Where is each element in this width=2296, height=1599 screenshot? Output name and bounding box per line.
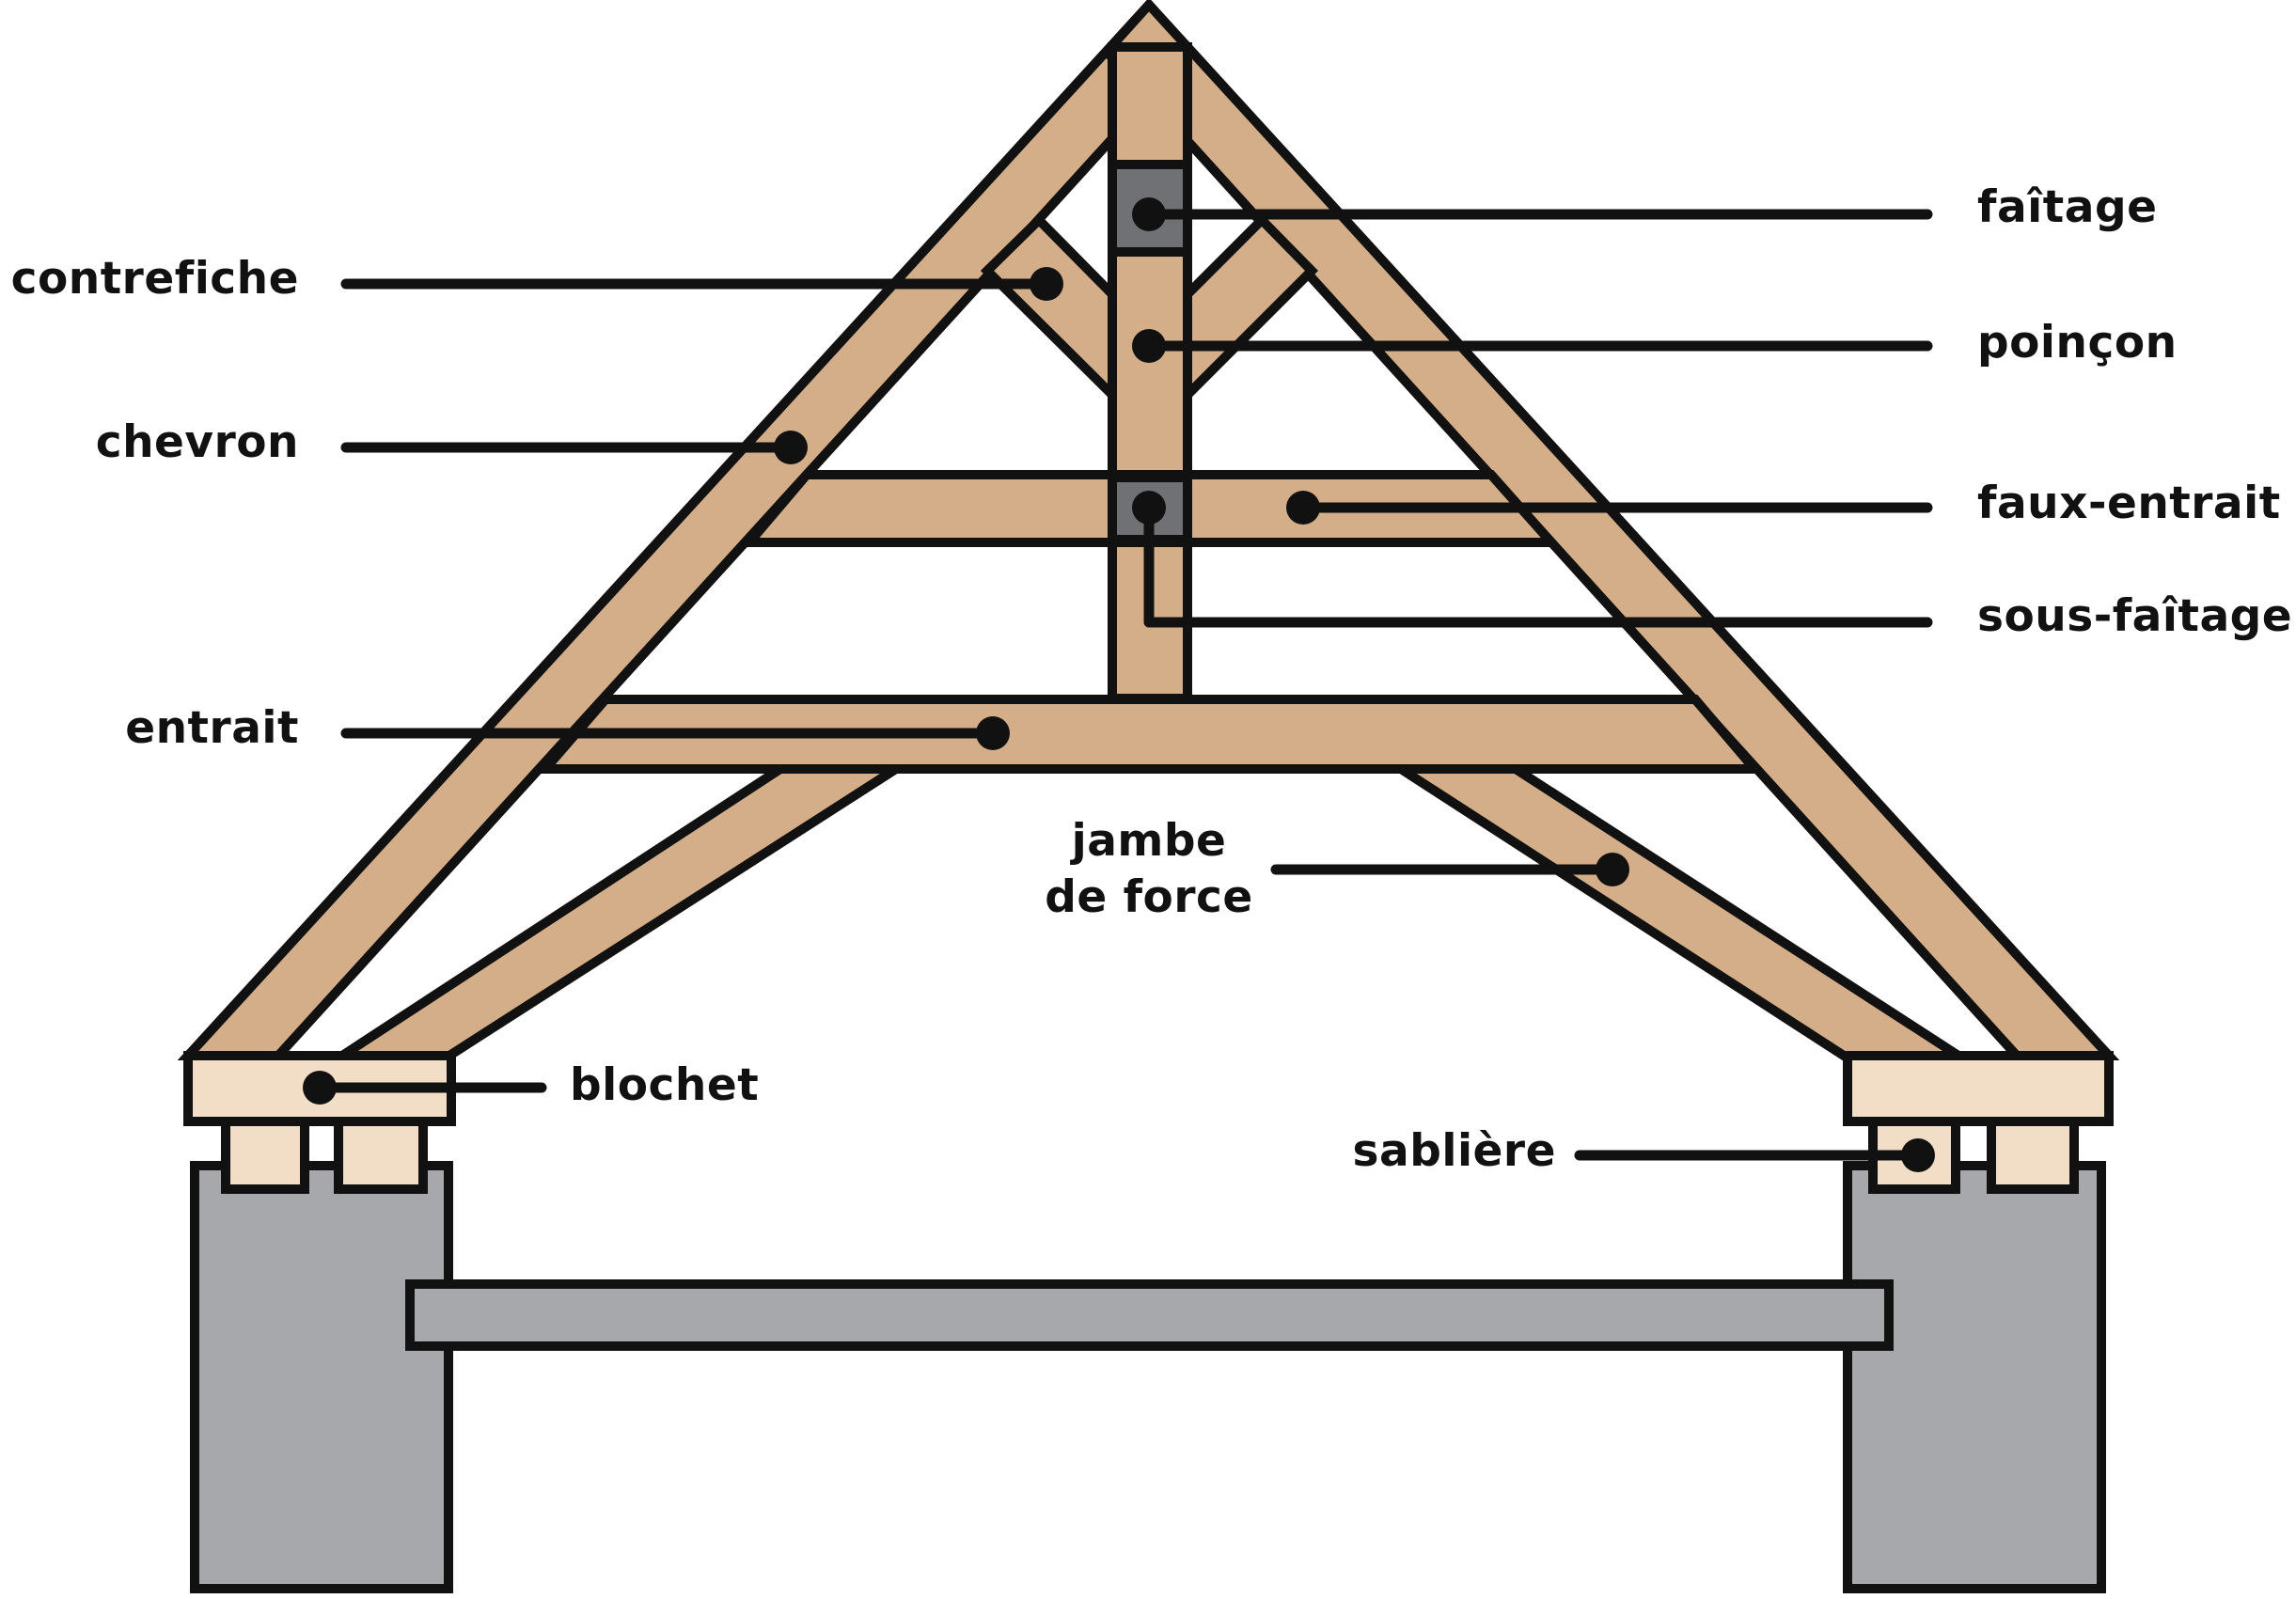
dot-faitage (1132, 197, 1166, 231)
leader-lines (314, 209, 1933, 1161)
dot-poincon (1132, 329, 1166, 363)
label-sabliere: sablière (1353, 1125, 1557, 1177)
tie-beam (405, 1279, 1894, 1351)
left-wall-plate-b (334, 1114, 428, 1194)
main-tie-beam (535, 695, 1765, 774)
label-blochet: blochet (570, 1059, 759, 1111)
label-faitage: faîtage (1977, 181, 2157, 233)
dot-jambe (1596, 853, 1629, 886)
labels: faîtage poinçon faux-entrait sous-faîtag… (11, 181, 2292, 1177)
right-wall (1843, 1161, 2106, 1593)
leader-sous-faitage (1143, 502, 1933, 628)
label-poincon: poinçon (1977, 317, 2178, 368)
dot-blochet (303, 1071, 337, 1105)
label-faux-entrait: faux-entrait (1977, 478, 2281, 529)
label-jambe-line1: jambe (1070, 815, 1227, 867)
left-wall-plate-a (221, 1114, 309, 1194)
label-entrait: entrait (125, 702, 299, 754)
label-jambe-line2: de force (1045, 871, 1253, 923)
right-hammer-beam (1843, 1051, 2114, 1126)
dot-entrait (976, 716, 1010, 750)
left-wall (190, 1161, 453, 1593)
label-contrefiche: contrefiche (11, 253, 299, 305)
dot-chevron (774, 431, 808, 464)
label-chevron: chevron (96, 416, 299, 468)
dot-sous-faitage (1132, 491, 1166, 525)
marker-dots (303, 197, 1935, 1172)
label-sous-faitage: sous-faîtage (1977, 590, 2292, 642)
dot-faux-entrait (1286, 491, 1320, 525)
right-brace (1183, 212, 1319, 407)
right-wall-plate-b (1987, 1114, 2079, 1194)
dot-contrefiche (1030, 267, 1063, 301)
left-brace (980, 212, 1117, 407)
dot-sabliere (1901, 1138, 1935, 1172)
